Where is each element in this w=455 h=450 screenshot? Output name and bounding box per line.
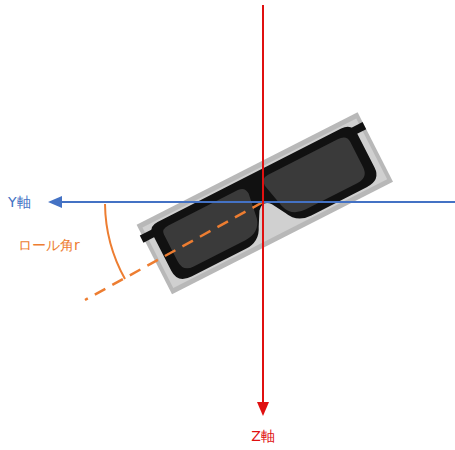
axis-label: Z軸 [251, 428, 275, 445]
angle-label: ロール角r [18, 237, 80, 254]
y-axis-arrowhead [48, 196, 62, 208]
roll-reference-line [85, 202, 263, 300]
z-axis-line [262, 5, 264, 404]
y-axis-line [60, 201, 455, 203]
z-axis-arrowhead [257, 402, 269, 416]
axis-label: Y軸 [8, 194, 31, 211]
roll-angle-arc [105, 204, 125, 279]
